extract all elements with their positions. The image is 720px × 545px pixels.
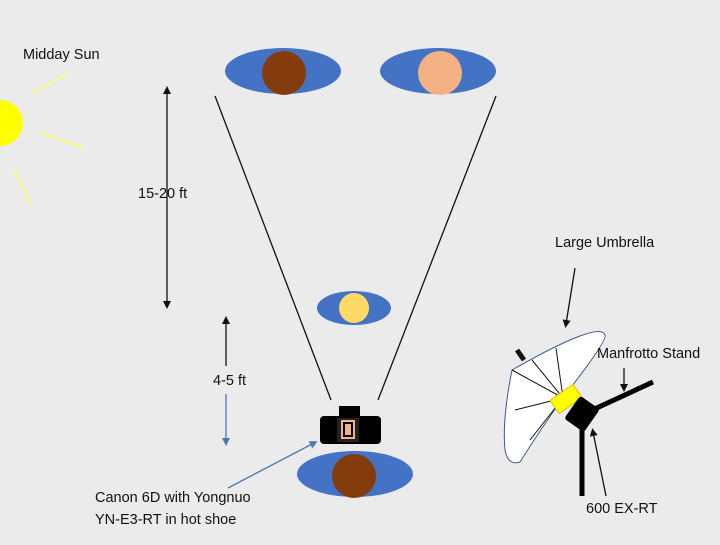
fov-line-right: [377, 95, 497, 401]
camera-label-line1: Canon 6D with Yongnuo: [95, 490, 251, 506]
near-subject: [317, 291, 391, 325]
umbrella-label: Large Umbrella: [555, 235, 655, 251]
sun-label: Midday Sun: [23, 47, 100, 63]
camera-label-line2: YN-E3-RT in hot shoe: [95, 512, 237, 528]
far-distance-label: 15-20 ft: [138, 186, 188, 202]
camera-pointer-arrow: [227, 441, 318, 489]
camera-operator: [297, 451, 413, 498]
flash-icon: [549, 383, 599, 432]
flash-label: 600 EX-RT: [586, 501, 658, 517]
stand-label: Manfrotto Stand: [597, 346, 701, 362]
near-distance-label: 4-5 ft: [213, 373, 247, 389]
umbrella-pointer-arrow: [562, 267, 576, 328]
fov-line-left: [214, 95, 332, 401]
flash-pointer-arrow: [589, 428, 607, 497]
camera-icon: [320, 406, 381, 444]
sun-icon: [0, 72, 85, 206]
far-subject-left: [225, 48, 341, 95]
far-subject-right: [380, 48, 496, 95]
light-stand-icon: [579, 379, 655, 496]
